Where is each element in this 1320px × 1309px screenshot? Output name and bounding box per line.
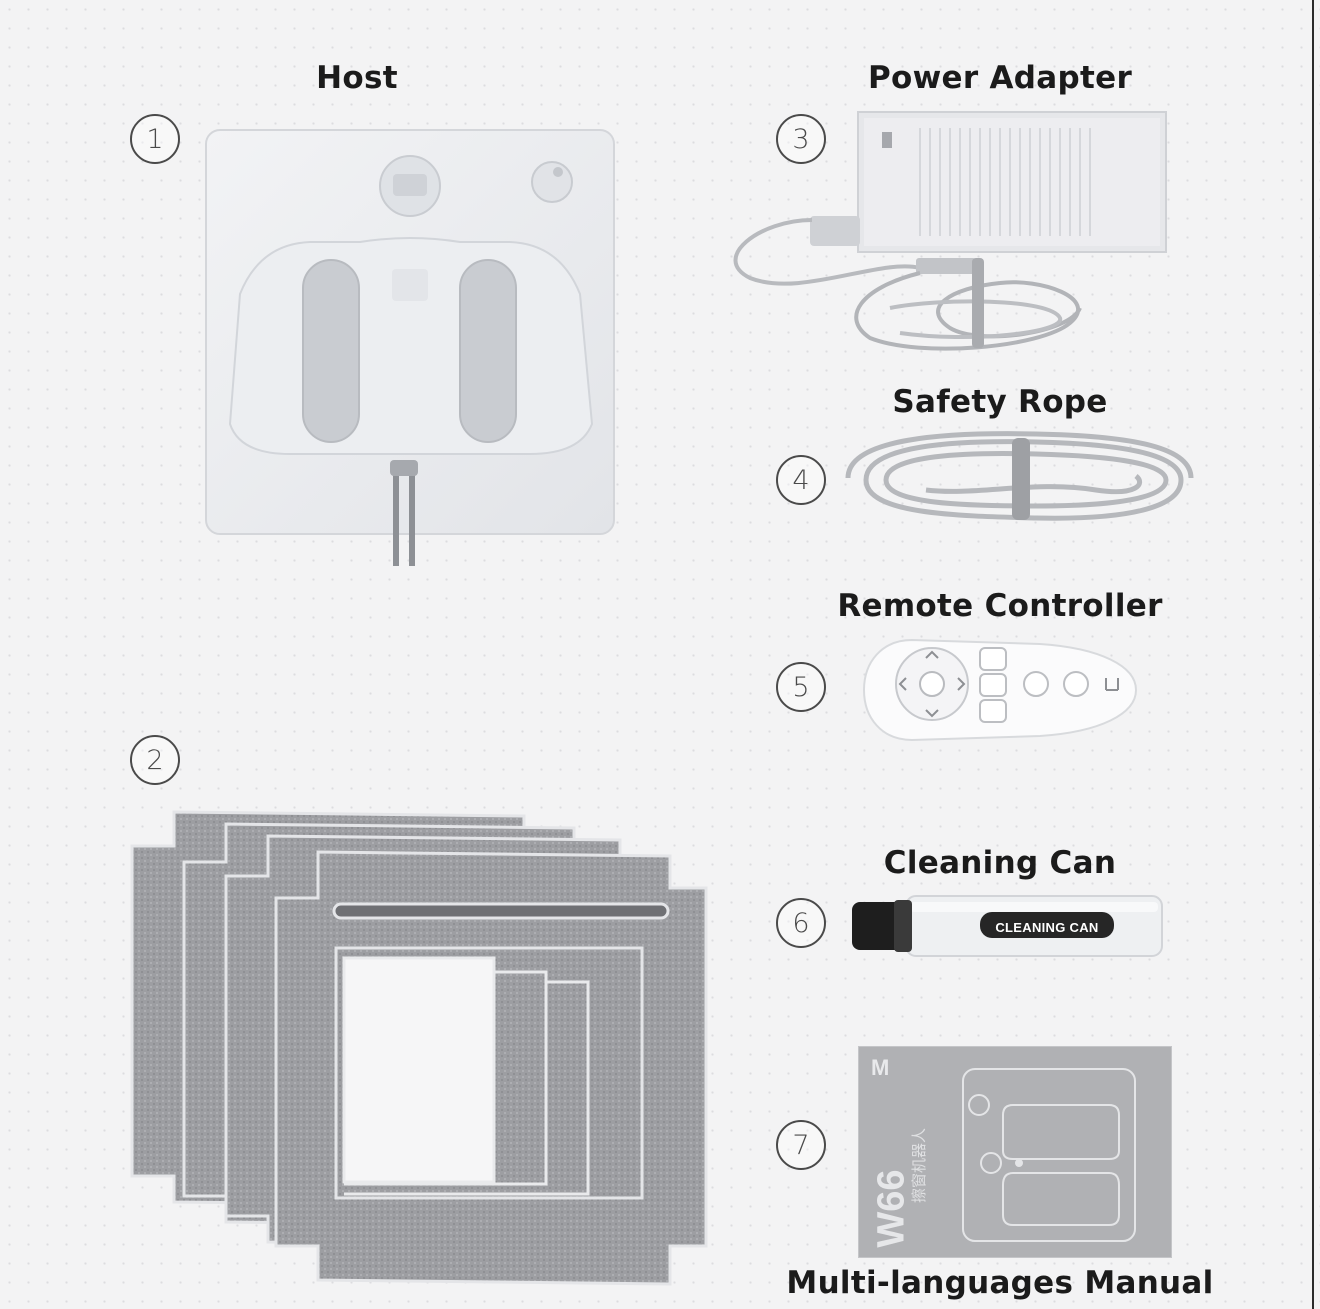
number-badge-4: 4 xyxy=(776,455,826,505)
number-badge-5: 5 xyxy=(776,662,826,712)
cleaning-can-title: Cleaning Can xyxy=(883,845,1117,881)
safety-rope-image xyxy=(845,431,1194,521)
manual-title: Multi-languages Manual xyxy=(786,1265,1214,1301)
host-robot-image xyxy=(205,129,615,566)
manual-logo: M xyxy=(871,1055,890,1080)
power-adapter-title: Power Adapter xyxy=(867,60,1133,96)
number-badge-6: 6 xyxy=(776,898,826,948)
cleaning-can-image xyxy=(852,895,1163,957)
number-badge-2: 2 xyxy=(130,735,180,785)
cleaning-pads-image xyxy=(130,810,708,1286)
number-badge-7: 7 xyxy=(776,1120,826,1170)
remote-controller-image xyxy=(862,638,1138,742)
remote-controller-title: Remote Controller xyxy=(837,588,1163,624)
manual-image: M W66 擦窗机器人 xyxy=(858,1046,1172,1258)
right-edge-line xyxy=(1312,0,1314,1309)
manual-robot-illustration xyxy=(962,1068,1136,1242)
cleaning-can-label: CLEANING CAN xyxy=(995,920,1099,935)
host-title: Host xyxy=(316,60,398,96)
number-badge-1: 1 xyxy=(130,114,180,164)
number-badge-3: 3 xyxy=(776,114,826,164)
safety-rope-title: Safety Rope xyxy=(892,384,1108,420)
power-adapter-image xyxy=(733,111,1167,351)
manual-subtitle: 擦窗机器人 xyxy=(910,1127,929,1204)
